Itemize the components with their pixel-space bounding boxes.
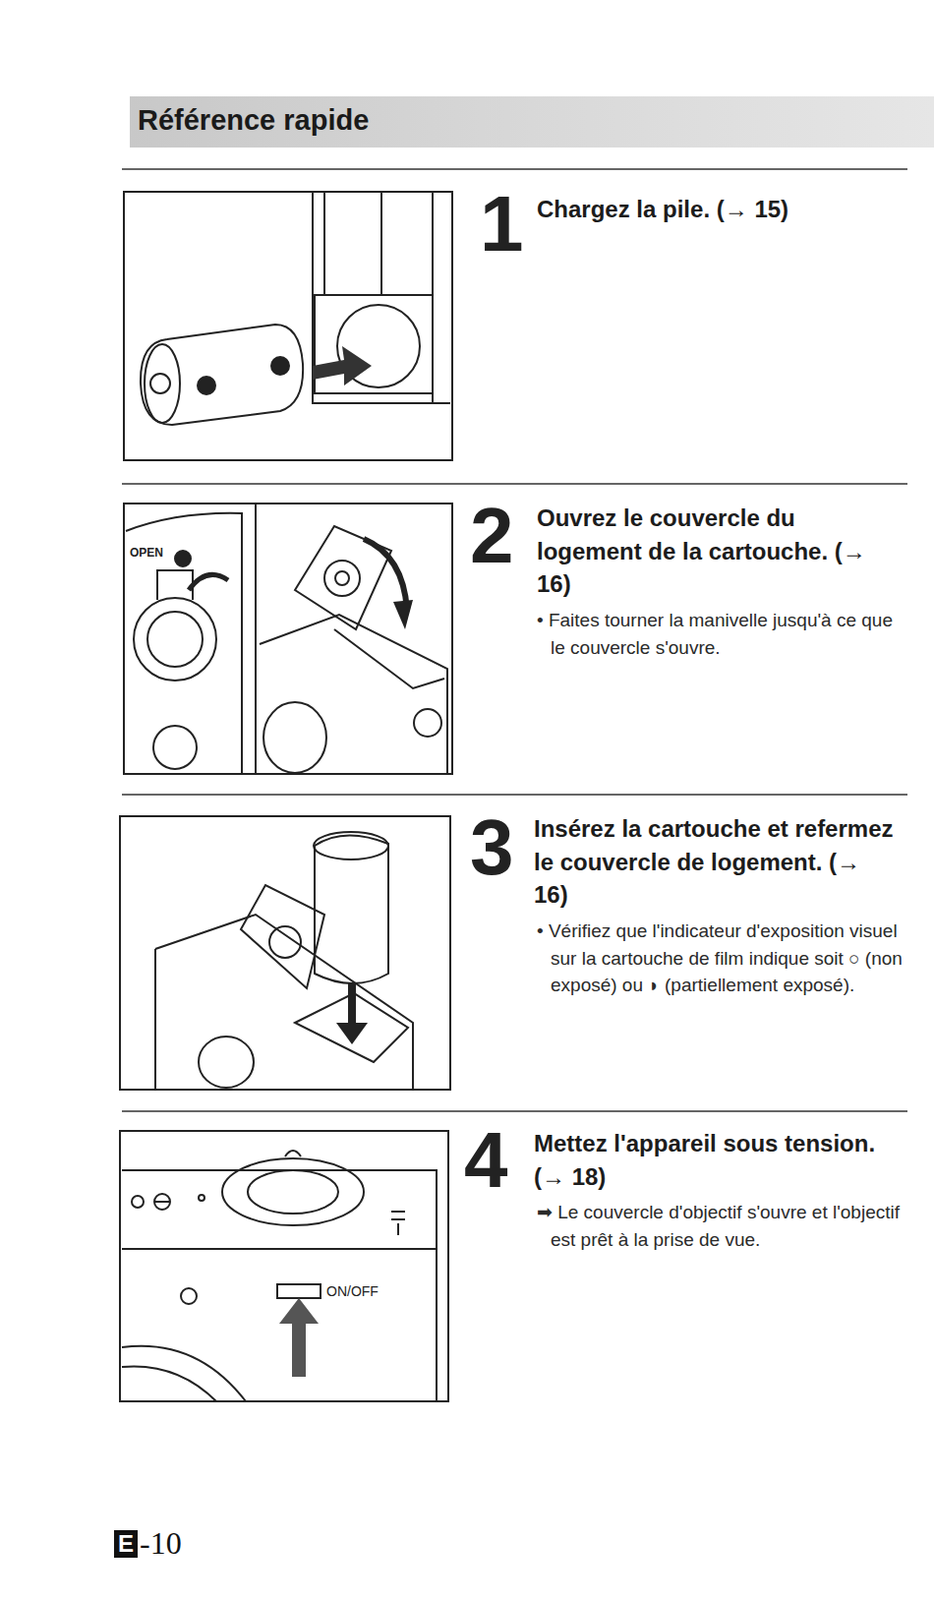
step-number: 1 xyxy=(479,184,525,264)
header-band xyxy=(129,96,934,148)
power-button-illustration xyxy=(119,1130,449,1401)
step-number: 2 xyxy=(469,496,515,576)
step-heading: Insérez la cartouche et refermez le couv… xyxy=(533,812,900,912)
language-letter: E xyxy=(117,1530,134,1557)
cartridge-insert-illustration xyxy=(119,816,451,1090)
step-note: • Faites tourner la manivelle jusqu'à ce… xyxy=(536,606,905,661)
step-heading: Ouvrez le couvercle du logement de la ca… xyxy=(536,501,903,601)
step-number: 3 xyxy=(469,808,515,887)
part-label: ON/OFF xyxy=(326,1284,379,1298)
step-number: 4 xyxy=(464,1120,509,1200)
language-tab xyxy=(114,1529,138,1558)
step-heading: Chargez la pile. (→ 15) xyxy=(536,192,903,227)
camera-open-lid-illustration xyxy=(123,503,453,774)
section-title: Référence rapide xyxy=(137,102,369,140)
page-number: -10 xyxy=(139,1525,182,1561)
step-note: ➡ Le couvercle d'objectif s'ouvre et l'o… xyxy=(536,1198,905,1253)
part-label: OPEN xyxy=(129,546,164,559)
step-heading: Mettez l'appareil sous tension. (→ 18) xyxy=(533,1126,900,1193)
step-note: • Vérifiez que l'indicateur d'exposition… xyxy=(536,917,905,999)
battery-illustration xyxy=(123,191,453,461)
